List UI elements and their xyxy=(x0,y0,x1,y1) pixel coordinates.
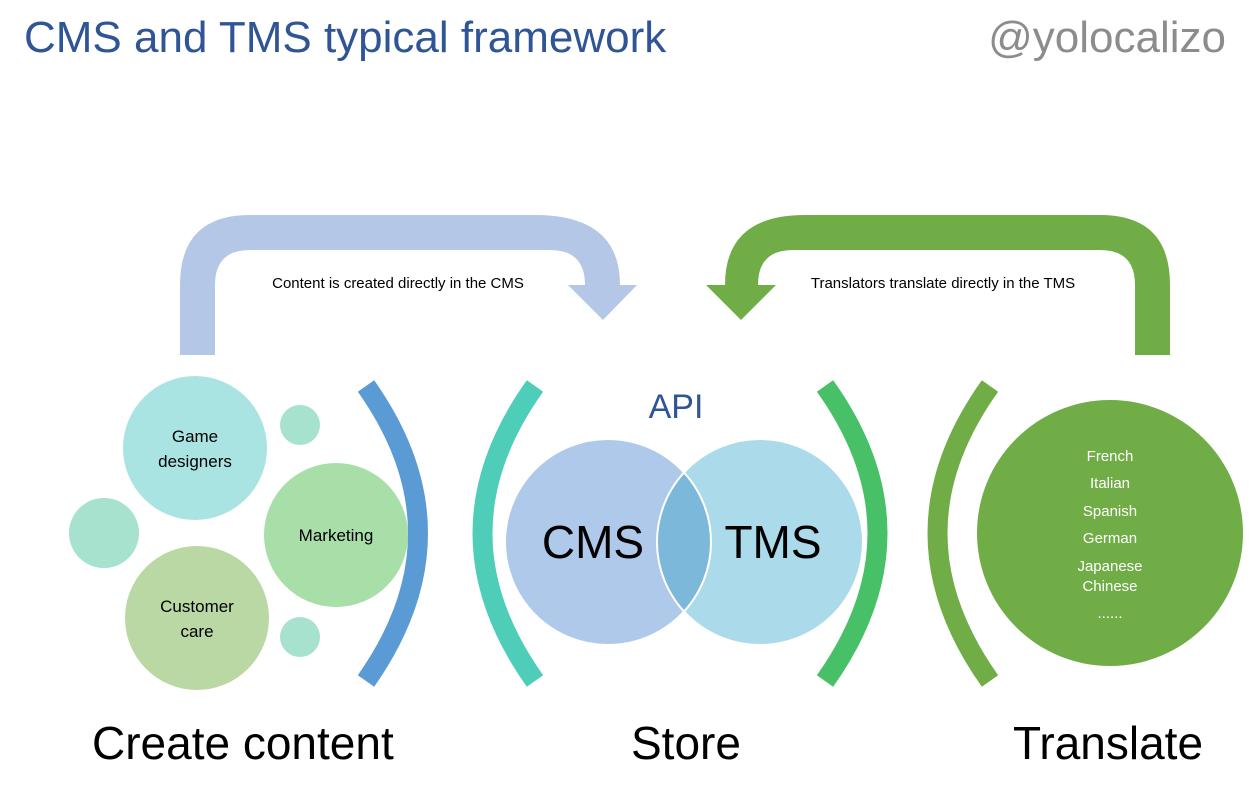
customer-care-label-line2: care xyxy=(180,622,213,641)
customer-care-bubble xyxy=(125,546,269,690)
small-bubble xyxy=(280,617,320,657)
store-right-bracket xyxy=(816,380,888,687)
create-to-store-label: Content is created directly in the CMS xyxy=(272,275,524,292)
create-content-label: Create content xyxy=(92,717,394,769)
small-bubble xyxy=(280,405,320,445)
game-designers-bubble xyxy=(123,376,267,520)
api-label: API xyxy=(649,388,704,426)
cms-circle xyxy=(505,439,711,645)
small-bubble xyxy=(69,498,139,568)
tms-label: TMS xyxy=(724,516,821,568)
language-item: French xyxy=(1087,448,1134,465)
translate-label: Translate xyxy=(1013,717,1204,769)
marketing-bubble xyxy=(264,463,408,607)
language-item: German xyxy=(1083,530,1137,547)
game-designers-label-line1: Game xyxy=(172,427,218,446)
customer-care-label-line1: Customer xyxy=(160,597,234,616)
language-item: Spanish xyxy=(1083,503,1137,520)
translate-bracket xyxy=(927,380,999,687)
author-handle: @yolocalizo xyxy=(988,13,1226,62)
store-label: Store xyxy=(631,717,741,769)
language-item: Chinese xyxy=(1082,578,1137,595)
marketing-label: Marketing xyxy=(299,526,374,545)
translate-to-store-arrow xyxy=(706,215,1170,355)
languages-circle xyxy=(977,400,1243,666)
language-item: Japanese xyxy=(1077,558,1142,575)
create-bracket xyxy=(357,380,428,687)
game-designers-label-line2: designers xyxy=(158,452,232,471)
cms-label: CMS xyxy=(542,516,644,568)
create-to-store-arrow xyxy=(180,215,637,355)
translate-to-store-label: Translators translate directly in the TM… xyxy=(811,275,1075,292)
language-item: ...... xyxy=(1097,605,1122,622)
cms-outline xyxy=(504,438,712,646)
store-left-bracket xyxy=(472,380,544,687)
tms-outline xyxy=(656,438,864,646)
tms-circle xyxy=(657,439,863,645)
language-item: Italian xyxy=(1090,475,1130,492)
page-title: CMS and TMS typical framework xyxy=(24,13,667,62)
